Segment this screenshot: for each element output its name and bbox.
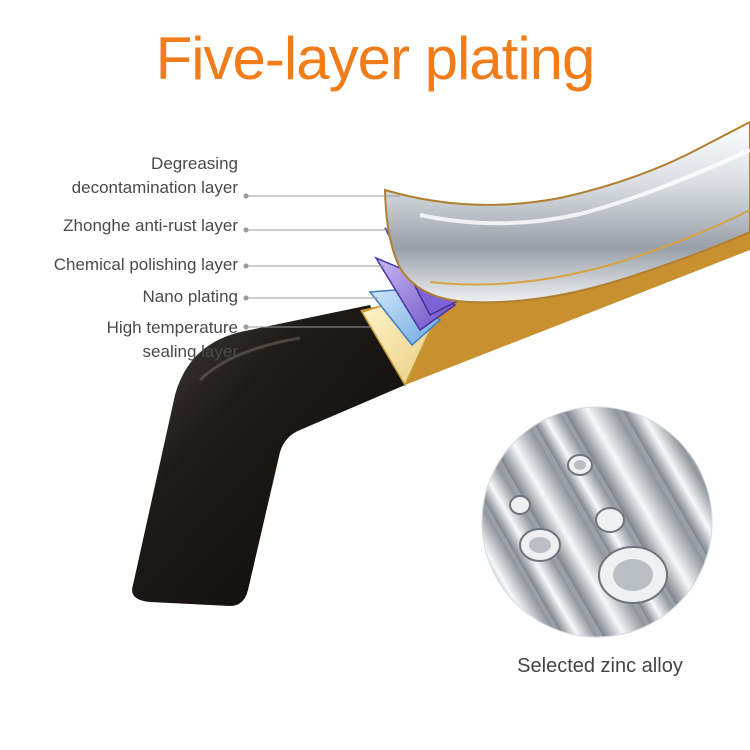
layer-label-line: Degreasing bbox=[151, 154, 238, 173]
leader-dots bbox=[243, 193, 249, 330]
page-title: Five-layer plating bbox=[155, 25, 596, 92]
chrome-top-layer bbox=[383, 120, 750, 304]
layer-label-line: Nano plating bbox=[142, 287, 238, 306]
layer-label-line: sealing layer bbox=[142, 342, 238, 361]
zinc-alloy-caption: Selected zinc alloy bbox=[517, 655, 683, 677]
layer-label-sealing: High temperature sealing layer bbox=[107, 316, 238, 364]
layer-label-line: decontamination layer bbox=[71, 178, 238, 197]
layer-label-line: Zhonghe anti-rust layer bbox=[63, 216, 238, 235]
layer-label-line: High temperature bbox=[106, 318, 238, 337]
layer-label-line: Chemical polishing layer bbox=[53, 255, 238, 274]
layer-label-chemical-polishing: Chemical polishing layer bbox=[54, 253, 238, 277]
black-handle-leg bbox=[132, 305, 405, 606]
layer-label-anti-rust: Zhonghe anti-rust layer bbox=[63, 214, 238, 238]
zinc-alloy-rods-image bbox=[481, 406, 713, 638]
layer-label-nano-plating: Nano plating bbox=[143, 285, 238, 309]
layer-label-degreasing: Degreasing decontamination layer bbox=[72, 152, 238, 200]
leader-lines bbox=[246, 195, 400, 328]
